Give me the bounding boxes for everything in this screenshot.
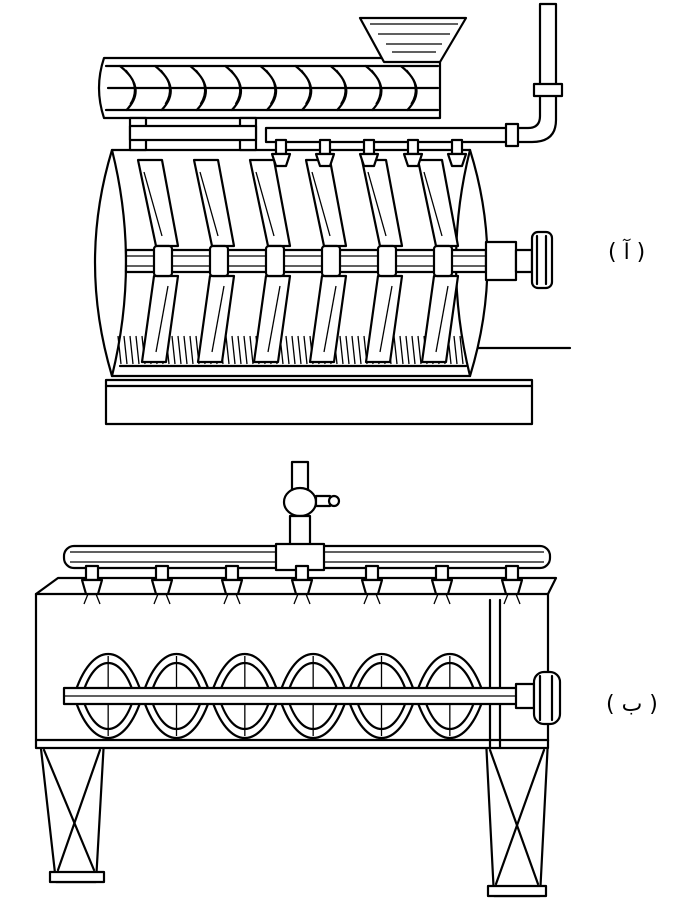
ribbon-turn xyxy=(346,653,417,698)
spray-nozzle xyxy=(154,564,170,582)
spray-nozzle xyxy=(224,564,240,582)
spray-nozzle xyxy=(84,564,100,582)
spray-nozzle xyxy=(294,564,310,582)
mixer-b-pulley xyxy=(514,670,562,726)
shaft-hub xyxy=(264,244,286,278)
shaft-hub xyxy=(208,244,230,278)
mixer-a-nozzles xyxy=(270,138,468,168)
figure-label-a: ( آ ) xyxy=(608,240,646,265)
mixer-b-right-leg xyxy=(484,738,550,898)
mixer-a-water-pipe xyxy=(264,2,564,148)
mixer-b-left-leg xyxy=(38,738,106,884)
mixer-a-base xyxy=(104,378,534,426)
upper-paddle xyxy=(360,158,404,248)
mixer-b-nozzles xyxy=(80,564,524,605)
mixer-b-shaft xyxy=(62,686,526,706)
mixer-a-handwheel xyxy=(484,230,554,290)
mixer-a-hubs xyxy=(152,244,454,278)
upper-paddle xyxy=(192,158,236,248)
upper-paddle xyxy=(136,158,180,248)
shaft-hub xyxy=(320,244,342,278)
spray-nozzle xyxy=(364,564,380,582)
mixer-b-ribbon xyxy=(72,653,486,739)
ribbon-turn xyxy=(277,653,349,698)
shaft-hub xyxy=(152,244,174,278)
upper-paddle xyxy=(248,158,292,248)
ribbon-turn xyxy=(72,653,144,698)
mixer-a-hopper xyxy=(358,16,468,64)
figure-label-b: ( ب ) xyxy=(606,692,658,717)
ribbon-turn xyxy=(414,653,486,698)
shaft-hub xyxy=(432,244,454,278)
spray-nozzle xyxy=(434,564,450,582)
ribbon-turn xyxy=(141,653,212,698)
mixer-a-screw-conveyor xyxy=(97,56,442,120)
upper-paddle xyxy=(416,158,460,248)
mixer-a-supports xyxy=(128,116,258,152)
ribbon-turn xyxy=(209,653,281,698)
shaft-hub xyxy=(376,244,398,278)
mixer-b-valve-riser xyxy=(274,460,341,572)
spray-nozzle xyxy=(504,564,520,582)
